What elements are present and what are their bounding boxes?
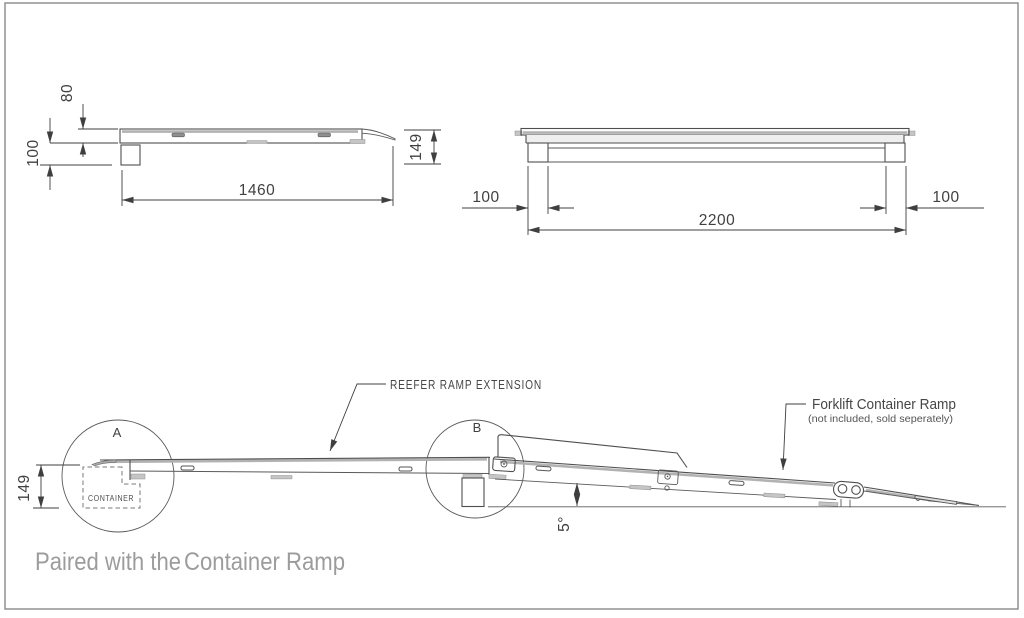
- side-view: 80 100 1460 149: [25, 84, 441, 206]
- forklift-ramp-profile: [488, 434, 1006, 508]
- dim-100-foot: 100: [25, 118, 118, 190]
- container-label: CONTAINER: [88, 494, 134, 503]
- body-band: [526, 135, 904, 143]
- junction-tab: [462, 474, 483, 478]
- extension-slot: [180, 465, 195, 471]
- hook-tab: [130, 473, 146, 480]
- extension-side-profile: [91, 456, 507, 508]
- ramp-bracket-b: [492, 456, 516, 473]
- dim-100-right-text: 100: [932, 189, 959, 206]
- underside-tab: [763, 492, 786, 499]
- ramp-slot: [535, 465, 552, 472]
- mid-bracket-pin: [664, 485, 670, 491]
- extension-surface: [99, 456, 491, 461]
- detail-b-label: B: [473, 420, 482, 435]
- detail-circle-a: [61, 419, 175, 533]
- dim-149-assembly-text: 149: [16, 474, 33, 501]
- dim-149-assembly: 149: [16, 464, 80, 509]
- dim-angle-text: 5°: [556, 516, 573, 532]
- ramp-tip-flap: [863, 486, 980, 507]
- extension-hook-lip: [91, 459, 117, 467]
- ramp-mid-bracket: [657, 469, 679, 485]
- detail-circle-b: [425, 419, 525, 519]
- end-pin: [907, 130, 916, 136]
- dim-149-text: 149: [408, 133, 425, 160]
- dim-80: 80: [59, 84, 118, 157]
- label-forklift-container-ramp: Forklift Container Ramp: [812, 397, 956, 413]
- detail-a-label: A: [113, 425, 122, 440]
- plate-slot: [171, 132, 185, 138]
- plate-bottom-tab: [246, 140, 268, 144]
- dim-100-right: 100: [860, 166, 984, 235]
- sheet-border: [4, 2, 1019, 610]
- dim-2200-text: 2200: [699, 212, 735, 229]
- dim-100-text: 100: [25, 139, 42, 166]
- label-forklift-note: (not included, sold seperately): [808, 414, 953, 425]
- front-foot-right: [884, 142, 906, 163]
- flap-slot: [914, 495, 958, 505]
- ramp-surface: [493, 458, 836, 484]
- caption-product: Container Ramp: [184, 548, 345, 576]
- ramp-side-rail: [497, 434, 688, 468]
- caption-prefix: Paired with the: [35, 548, 181, 576]
- dim-2200: 2200: [528, 212, 906, 234]
- dim-angle-5: 5°: [556, 483, 581, 532]
- leader-line: [780, 403, 806, 471]
- underside-tab: [629, 484, 652, 491]
- dim-1460-text: 1460: [239, 182, 275, 199]
- dim-1460: 1460: [121, 146, 394, 206]
- dim-80-text: 80: [59, 84, 76, 102]
- plate-slot: [317, 132, 331, 138]
- leader-line: [329, 383, 386, 452]
- lip-under-tab: [349, 139, 366, 144]
- dim-100-left-text: 100: [472, 189, 499, 206]
- extension-slot: [398, 466, 413, 472]
- callout-reefer-extension: REEFER RAMP EXTENSION: [329, 378, 542, 452]
- front-view: 100 100 2200: [462, 127, 984, 235]
- container-outline: [82, 466, 141, 509]
- front-foot-left: [527, 142, 549, 163]
- end-pin: [514, 130, 523, 136]
- ramp-hinge: [818, 480, 865, 508]
- callout-forklift-ramp: Forklift Container Ramp (not included, s…: [780, 397, 956, 471]
- label-reefer-ramp-extension: REEFER RAMP EXTENSION: [390, 378, 542, 392]
- plate-foot: [120, 144, 141, 166]
- extension-underside: [129, 470, 490, 474]
- dim-149-side: 149: [404, 129, 441, 165]
- plate-lip: [361, 128, 396, 141]
- assembly-view: A B CONTAINER: [16, 378, 1006, 533]
- dim-100-left: 100: [462, 166, 574, 235]
- plate-outline: [119, 128, 363, 144]
- caption: Paired with the Container Ramp: [35, 548, 345, 576]
- junction-foot-block: [461, 477, 485, 508]
- extension-bottom-tab: [270, 475, 293, 480]
- ramp-slot: [728, 480, 745, 486]
